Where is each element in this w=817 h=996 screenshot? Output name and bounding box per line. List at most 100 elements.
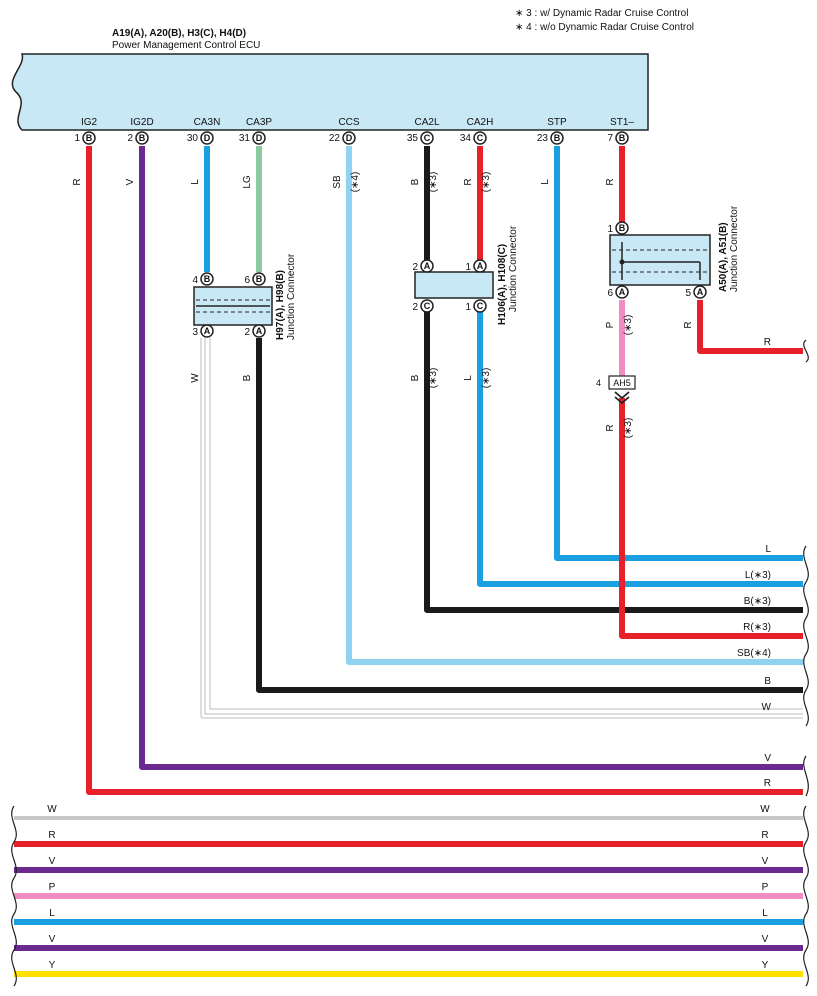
connector-ah5: AH5 4 (596, 375, 636, 405)
ecu-pin-name: CCS (338, 117, 359, 128)
a50-code: A50(A), A51(B) (718, 222, 729, 292)
note-4: ∗ 4 : w/o Dynamic Radar Cruise Control (515, 22, 694, 33)
wire-label-ccs-note: (∗4) (350, 172, 361, 193)
ecu-pin-circle: D (200, 131, 214, 145)
junction-pin-num: 1 (465, 302, 471, 313)
ecu-pin-num: 7 (607, 133, 613, 144)
ah5-code: AH5 (613, 378, 631, 388)
ecu-pin-name: CA2L (414, 117, 439, 128)
junction-pin-circle: A (693, 285, 707, 299)
ecu-pin-num: 1 (74, 133, 80, 144)
junction-pin-num: 5 (685, 288, 691, 299)
ecu-pin-num: 2 (127, 133, 133, 144)
ecu-pin-num: 35 (407, 133, 419, 144)
wire-h106-l (477, 306, 803, 587)
wire-label-h106-out-right-note: (∗3) (481, 368, 492, 389)
pass-label-right: W (760, 804, 770, 815)
wire-label-ccs: SB (332, 175, 343, 189)
junction-a50: A50(A), A51(B) Junction Connector (609, 205, 740, 292)
junction-pin-circle: B (252, 272, 266, 286)
h97-name: Junction Connector (286, 253, 297, 340)
svg-text:C: C (424, 301, 431, 311)
wire-a50-r (697, 300, 803, 354)
wire-stp (554, 146, 803, 561)
wires (14, 146, 803, 977)
wire-label-h97-out-left: W (190, 373, 201, 383)
junction-h97: H97(A), H98(B) Junction Connector (193, 253, 297, 340)
wire-h97-b (256, 338, 803, 693)
pass-label-right: P (762, 882, 769, 893)
wire-label-a50-pin6: P (605, 321, 616, 328)
wire-ah5-r (619, 398, 803, 639)
svg-text:B: B (619, 133, 626, 143)
wire-ccs (346, 146, 803, 665)
exit-label: R (764, 337, 771, 348)
pass-label-right: V (762, 934, 769, 945)
svg-text:B: B (204, 274, 211, 284)
h106-name: Junction Connector (508, 225, 519, 312)
svg-text:A: A (204, 326, 211, 336)
svg-text:C: C (477, 301, 484, 311)
junction-pin-circle: B (200, 272, 214, 286)
ecu-name: Power Management Control ECU (112, 40, 260, 51)
wire-label-ca2h-note: (∗3) (481, 172, 492, 193)
pass-label-left: L (49, 908, 55, 919)
ecu-block: A19(A), A20(B), H3(C), H4(D) Power Manag… (11, 28, 649, 131)
break-marks (11, 339, 809, 987)
svg-text:A: A (256, 326, 263, 336)
ecu-pin-circle: C (420, 131, 434, 145)
exit-label: SB(∗4) (737, 648, 771, 659)
junction-pin-circle: A (615, 285, 629, 299)
junction-pin-circle: A (200, 324, 214, 338)
svg-text:A: A (477, 261, 484, 271)
wire-label-ca2l-note: (∗3) (428, 172, 439, 193)
wire-label-a50-pin6-note: (∗3) (623, 315, 634, 336)
ecu-pin-num: 31 (239, 133, 251, 144)
ecu-body (11, 53, 649, 131)
wire-label-h106-out-right: L (463, 375, 474, 381)
ecu-pin-name: CA2H (467, 117, 494, 128)
wire-label-h106-out-left-note: (∗3) (428, 368, 439, 389)
junction-pin-circle: B (615, 221, 629, 235)
junction-pin-num: 6 (607, 288, 613, 299)
ecu-pin-name: CA3P (246, 117, 272, 128)
junction-pin-circle: A (420, 259, 434, 273)
exit-label: W (762, 702, 772, 713)
pass-label-left: Y (49, 960, 56, 971)
ecu-pin-name: IG2D (130, 117, 153, 128)
junction-pin-num: 6 (244, 275, 250, 286)
wire-label-ah5-out-note: (∗3) (623, 418, 634, 439)
junction-pin-circle: A (252, 324, 266, 338)
h97-code: H97(A), H98(B) (275, 270, 286, 340)
svg-text:C: C (477, 133, 484, 143)
ah5-num: 4 (596, 378, 601, 388)
ecu-pin-circle: C (473, 131, 487, 145)
exit-label: B(∗3) (744, 596, 771, 607)
junction-pin-circle: A (473, 259, 487, 273)
svg-text:B: B (86, 133, 93, 143)
svg-text:C: C (424, 133, 431, 143)
pass-label-right: V (762, 856, 769, 867)
junction-pin-circle: C (420, 299, 434, 313)
ecu-pin-name: CA3N (194, 117, 221, 128)
notes: ∗ 3 : w/ Dynamic Radar Cruise Control ∗ … (515, 8, 694, 33)
ecu-pin-circle: B (82, 131, 96, 145)
exit-label: R (764, 778, 771, 789)
ecu-pin-num: 23 (537, 133, 549, 144)
junction-pin-num: 1 (607, 224, 613, 235)
ecu-pin-num: 34 (460, 133, 472, 144)
junction-pin-num: 1 (465, 262, 471, 273)
